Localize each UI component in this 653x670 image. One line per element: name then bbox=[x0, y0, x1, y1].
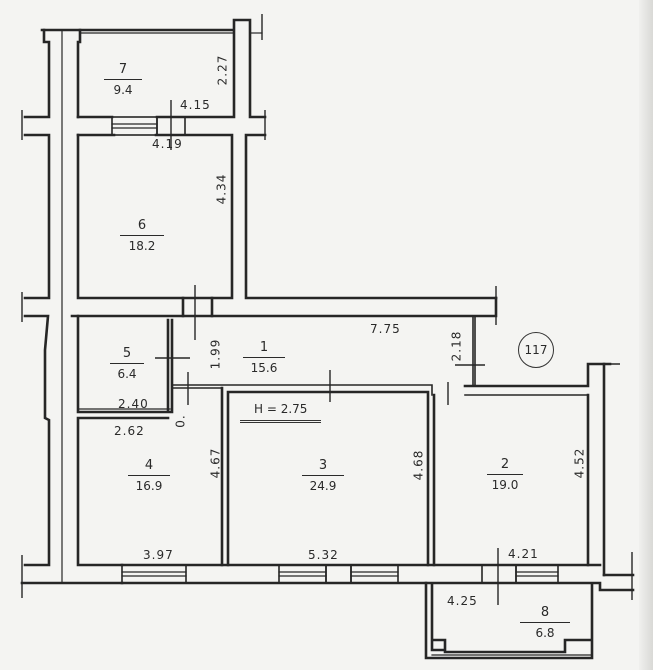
dim-room4-top-width: 2.62 bbox=[114, 424, 145, 438]
dim-room3-height: 4.68 bbox=[411, 449, 426, 481]
dim-room3-width: 5.32 bbox=[308, 548, 339, 562]
room-3-area: 24.9 bbox=[309, 479, 337, 493]
dim-corridor-length: 7.75 bbox=[370, 322, 401, 336]
dim-corridor-depth: 1.99 bbox=[208, 338, 223, 370]
dim-room7-width: 4.15 bbox=[180, 98, 211, 112]
room-2-area: 19.0 bbox=[491, 478, 519, 492]
dim-room7-height: 2.27 bbox=[215, 54, 230, 86]
dim-room4-width: 3.97 bbox=[143, 548, 174, 562]
room-3-label: 3 24.9 bbox=[302, 458, 344, 493]
dim-room2-height: 4.52 bbox=[572, 447, 587, 479]
dim-niche-depth: 2.18 bbox=[449, 330, 464, 362]
room-7-number: 7 bbox=[104, 62, 142, 80]
room-7-walls bbox=[76, 18, 498, 300]
room-3-number: 3 bbox=[302, 458, 344, 476]
room-2-walls bbox=[586, 362, 612, 567]
room-1-label: 1 15.6 bbox=[243, 340, 285, 375]
room-6-walls bbox=[76, 133, 214, 318]
dim-room6-width: 4.19 bbox=[152, 137, 183, 151]
room-1-number: 1 bbox=[243, 340, 285, 358]
room-4-number: 4 bbox=[128, 458, 170, 476]
dim-room2-width: 4.21 bbox=[508, 547, 539, 561]
dim-room4-height: 4.67 bbox=[208, 447, 223, 479]
room-8-area: 6.8 bbox=[535, 626, 555, 640]
ceiling-height-note: H = 2.75 bbox=[240, 402, 322, 423]
room-8-label: 8 6.8 bbox=[520, 605, 570, 640]
room-6-area: 18.2 bbox=[128, 239, 156, 253]
dim-room5-width: 2.40 bbox=[118, 397, 149, 411]
bottom-wall bbox=[120, 563, 635, 592]
room-4-label: 4 16.9 bbox=[128, 458, 170, 493]
room-7-label: 7 9.4 bbox=[104, 62, 142, 97]
room-5-walls bbox=[76, 314, 174, 414]
left-wall bbox=[23, 28, 51, 567]
room-7-area: 9.4 bbox=[113, 83, 133, 97]
scan-border bbox=[639, 0, 653, 670]
dim-balcony-width: 4.25 bbox=[447, 594, 478, 608]
room-5-label: 5 6.4 bbox=[110, 346, 144, 381]
room-8-walls bbox=[424, 581, 594, 660]
room-6-number: 6 bbox=[120, 218, 164, 236]
room-1-area: 15.6 bbox=[250, 361, 278, 375]
room-4-walls bbox=[76, 416, 170, 567]
dim-room6-height: 4.34 bbox=[214, 173, 229, 205]
room-8-number: 8 bbox=[520, 605, 570, 623]
sheet-tag-circle: 117 bbox=[518, 332, 554, 368]
room-6-label: 6 18.2 bbox=[120, 218, 164, 253]
room-3-walls bbox=[220, 386, 436, 567]
room-2-label: 2 19.0 bbox=[487, 457, 523, 492]
dim-door-mark: 0. bbox=[173, 414, 188, 428]
room-4-area: 16.9 bbox=[135, 479, 163, 493]
room-2-number: 2 bbox=[487, 457, 523, 475]
room-5-area: 6.4 bbox=[117, 367, 137, 381]
room-1-walls bbox=[70, 296, 498, 318]
room-5-number: 5 bbox=[110, 346, 144, 364]
